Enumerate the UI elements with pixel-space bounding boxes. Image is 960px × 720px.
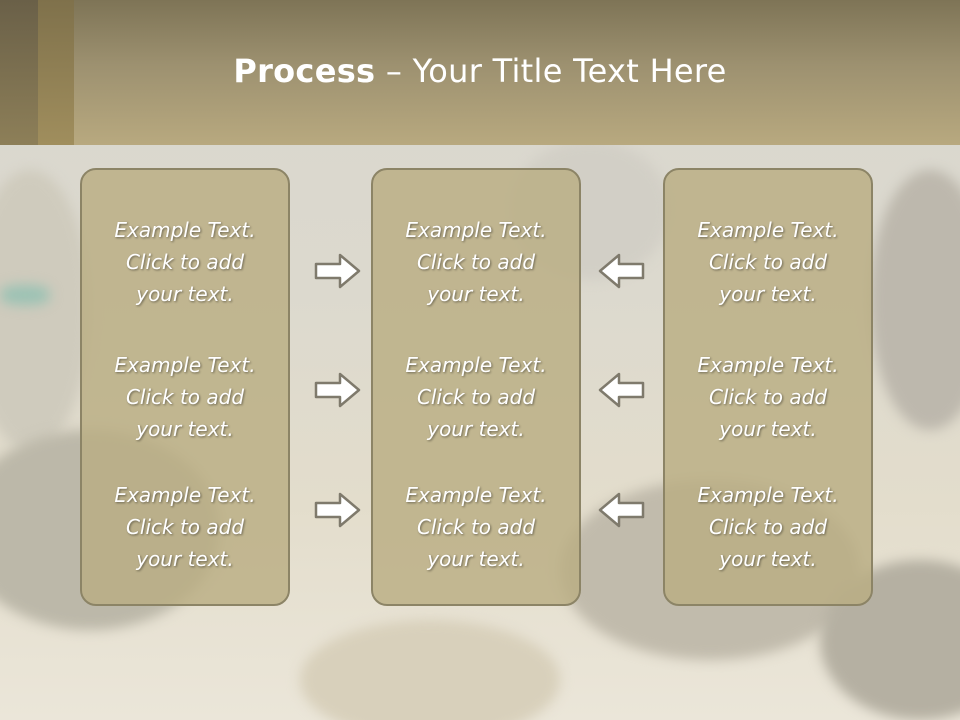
text-line: Example Text. <box>697 218 839 242</box>
text-item[interactable]: Example Text. Click to add your text. <box>82 349 288 445</box>
text-line: Click to add <box>125 385 245 409</box>
text-line: Click to add <box>125 250 245 274</box>
text-line: Click to add <box>708 515 828 539</box>
left-arrow-icon <box>598 253 645 289</box>
left-arrow-icon <box>598 492 645 528</box>
text-item[interactable]: Example Text. Click to add your text. <box>82 479 288 575</box>
text-item[interactable]: Example Text. Click to add your text. <box>82 214 288 310</box>
text-line: your text. <box>427 417 525 441</box>
text-line: Click to add <box>416 515 536 539</box>
slide-title[interactable]: Process – Your Title Text Here <box>0 52 960 90</box>
text-item[interactable]: Example Text. Click to add your text. <box>373 479 579 575</box>
right-arrow-icon <box>314 372 361 408</box>
text-line: Example Text. <box>697 353 839 377</box>
header-stripe <box>0 0 38 145</box>
title-band <box>0 0 960 145</box>
text-line: Click to add <box>708 250 828 274</box>
text-line: your text. <box>427 282 525 306</box>
text-item[interactable]: Example Text. Click to add your text. <box>373 214 579 310</box>
thread-spool-shape <box>0 170 90 450</box>
text-line: Example Text. <box>114 353 256 377</box>
figure-shape <box>870 170 960 430</box>
right-arrow-icon <box>314 253 361 289</box>
table-surface-shape <box>300 620 560 720</box>
header-stripe <box>38 0 74 145</box>
text-line: your text. <box>719 282 817 306</box>
process-box-right[interactable]: Example Text. Click to add your text. Ex… <box>663 168 873 606</box>
text-line: Example Text. <box>697 483 839 507</box>
text-line: your text. <box>427 547 525 571</box>
text-item[interactable]: Example Text. Click to add your text. <box>665 349 871 445</box>
text-line: Example Text. <box>114 218 256 242</box>
text-line: your text. <box>719 417 817 441</box>
text-line: your text. <box>136 547 234 571</box>
text-line: Click to add <box>125 515 245 539</box>
text-item[interactable]: Example Text. Click to add your text. <box>665 479 871 575</box>
text-line: Example Text. <box>114 483 256 507</box>
process-box-left[interactable]: Example Text. Click to add your text. Ex… <box>80 168 290 606</box>
process-box-middle[interactable]: Example Text. Click to add your text. Ex… <box>371 168 581 606</box>
text-line: your text. <box>136 282 234 306</box>
title-bold-text: Process <box>233 52 376 90</box>
text-line: Example Text. <box>405 353 547 377</box>
text-line: Click to add <box>708 385 828 409</box>
text-line: your text. <box>136 417 234 441</box>
left-arrow-icon <box>598 372 645 408</box>
title-rest-text: – Your Title Text Here <box>375 52 727 90</box>
text-line: Example Text. <box>405 483 547 507</box>
right-arrow-icon <box>314 492 361 528</box>
spool-top-shape <box>0 285 50 305</box>
text-line: Click to add <box>416 250 536 274</box>
text-item[interactable]: Example Text. Click to add your text. <box>373 349 579 445</box>
text-line: Click to add <box>416 385 536 409</box>
text-item[interactable]: Example Text. Click to add your text. <box>665 214 871 310</box>
text-line: Example Text. <box>405 218 547 242</box>
text-line: your text. <box>719 547 817 571</box>
